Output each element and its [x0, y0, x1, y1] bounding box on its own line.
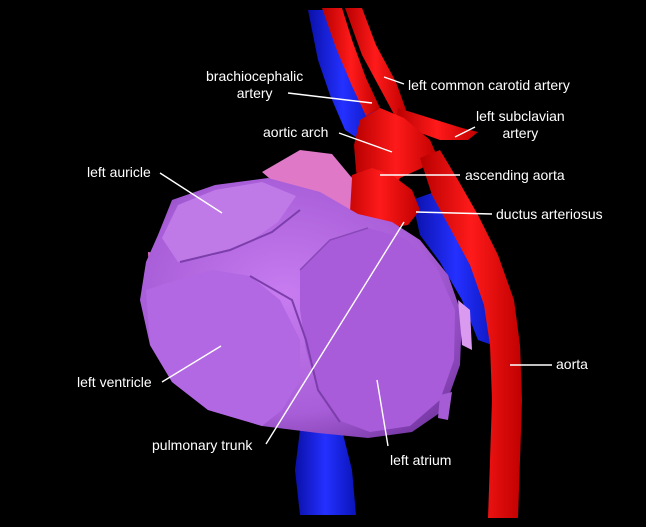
label-pulmonary-trunk: pulmonary trunk: [152, 437, 253, 453]
label-left-atrium: left atrium: [390, 452, 452, 468]
label-left-subclavian-line1: left subclavian: [476, 108, 565, 124]
vein-lower: [295, 430, 356, 515]
descending-aorta-vessel: [420, 150, 522, 518]
label-aorta: aorta: [556, 356, 588, 372]
label-ascending-aorta: ascending aorta: [465, 167, 565, 183]
label-left-common-carotid-artery: left common carotid artery: [408, 77, 570, 93]
label-left-subclavian-artery: left subclavian artery: [476, 108, 565, 142]
leader-ductus-arteriosus: [415, 211, 493, 215]
leader-brachiocephalic: [287, 92, 373, 104]
label-left-auricle: left auricle: [87, 164, 151, 180]
vein-upper: [308, 10, 378, 140]
label-aortic-arch: aortic arch: [263, 124, 329, 140]
heart-upper-lobe: [162, 182, 296, 262]
heart-crease-1: [179, 209, 301, 263]
leader-aortic-arch: [338, 132, 393, 153]
leader-pulmonary-trunk: [265, 221, 405, 445]
heart-crease-3: [299, 227, 369, 271]
leader-left-atrium: [376, 379, 389, 447]
left-common-carotid-vessel: [345, 8, 406, 118]
leader-left-ventricle: [161, 345, 222, 383]
leader-left-auricle: [159, 172, 223, 214]
heart-side-sliver: [458, 300, 472, 350]
left-auricle-shape: [262, 150, 352, 212]
label-brachiocephalic-artery: brachiocephalic artery: [206, 68, 303, 102]
label-left-subclavian-line2: artery: [502, 125, 539, 141]
vein-descending: [412, 190, 500, 345]
heart-tail: [438, 392, 452, 420]
heart-crease-2: [249, 275, 341, 423]
leader-left-subclavian: [454, 126, 476, 138]
ascending-aorta-vessel: [340, 168, 420, 228]
label-brachiocephalic-line2: artery: [236, 85, 273, 101]
heart-left-ventricle-lobe: [146, 270, 300, 426]
leader-left-common-carotid: [383, 76, 405, 85]
left-subclavian-vessel: [396, 108, 478, 140]
label-left-ventricle: left ventricle: [77, 374, 152, 390]
heart-right-lobe: [300, 228, 455, 432]
leader-lines: [159, 76, 552, 447]
brachiocephalic-vessel: [322, 8, 380, 116]
label-ductus-arteriosus: ductus arteriosus: [496, 206, 603, 222]
label-brachiocephalic-line1: brachiocephalic: [206, 68, 304, 84]
